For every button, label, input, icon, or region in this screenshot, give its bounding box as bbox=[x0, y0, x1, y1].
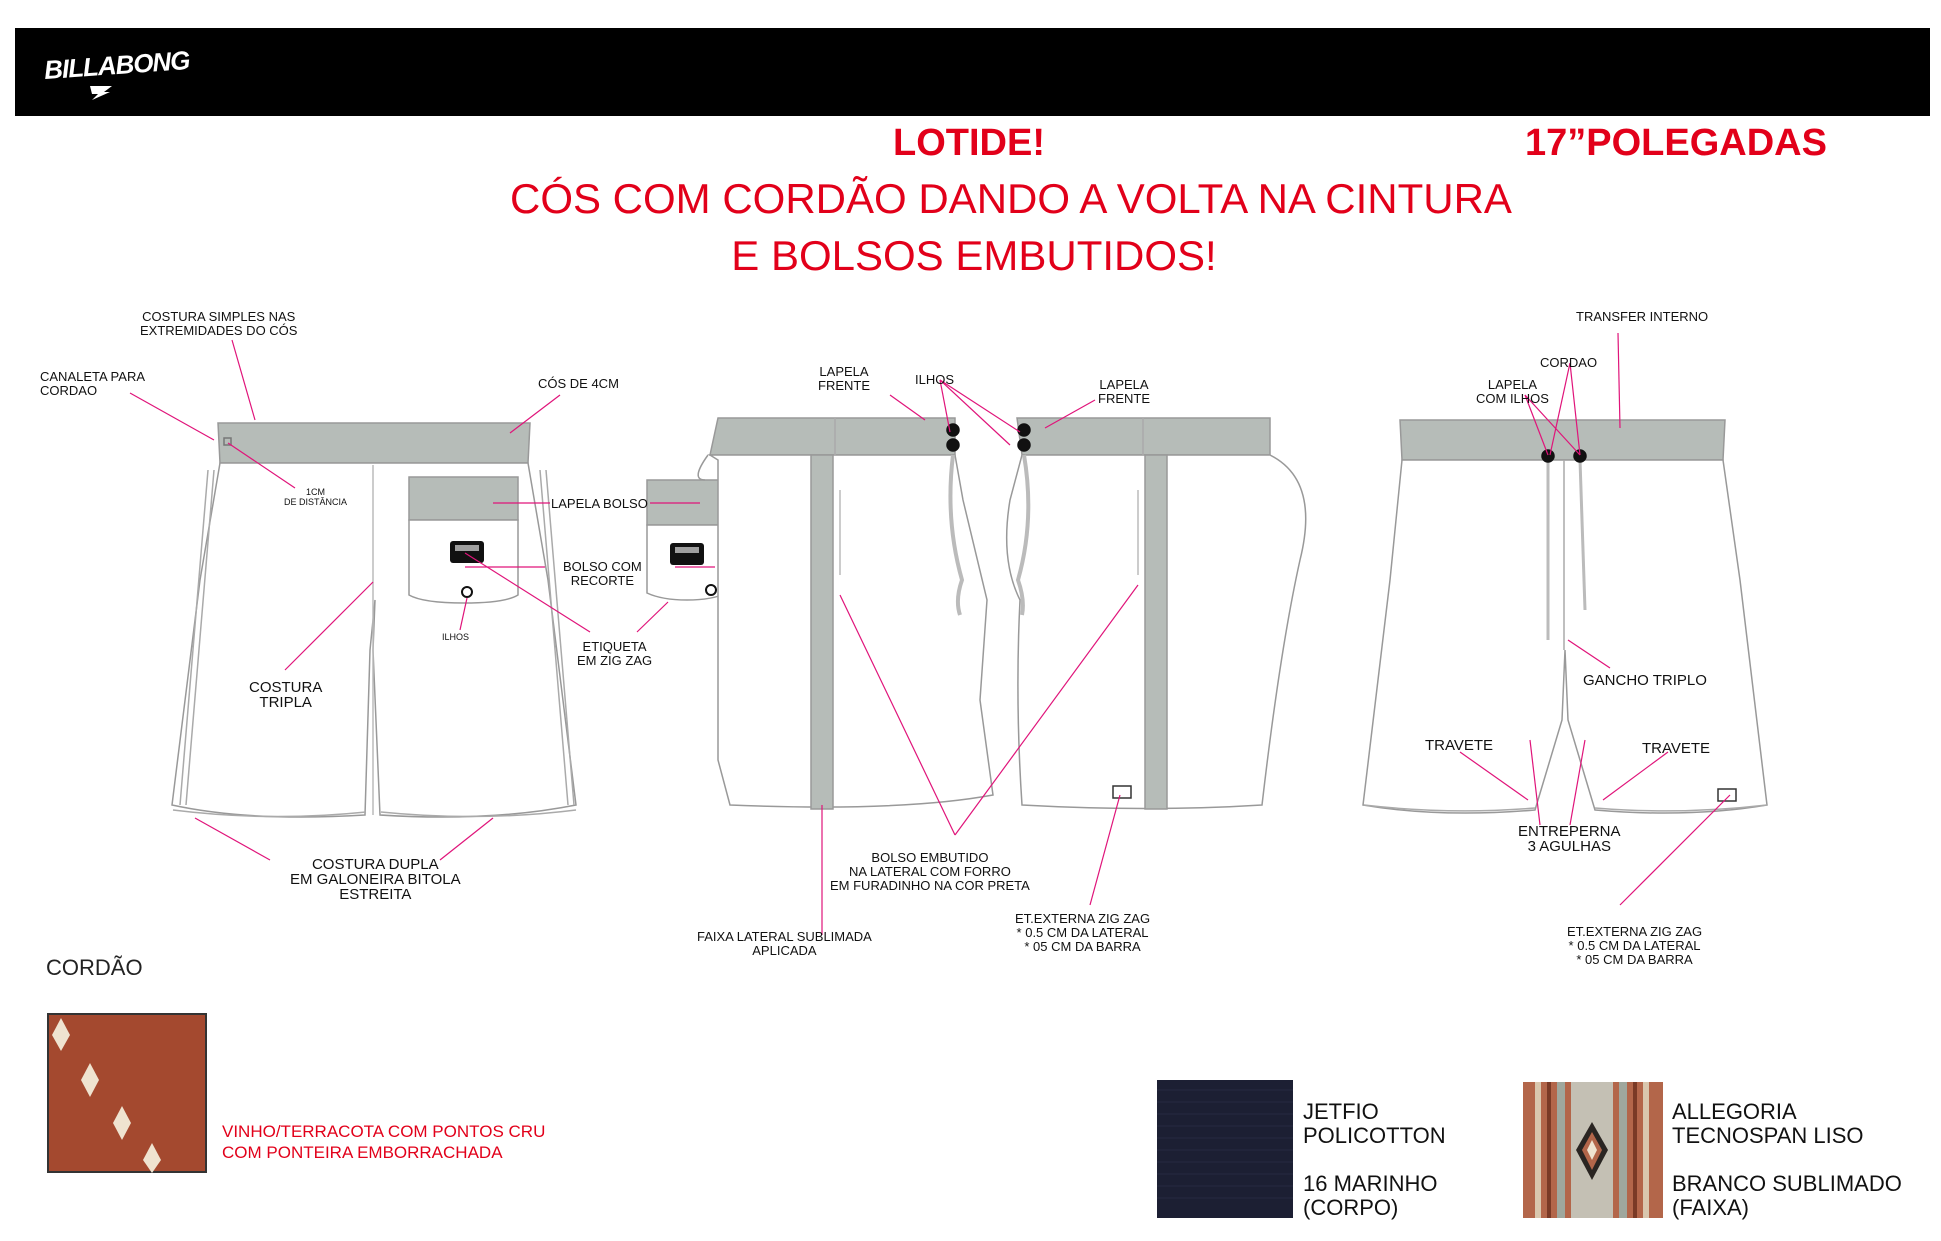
label-et-externa-side: ET.EXTERNA ZIG ZAG* 0.5 CM DA LATERAL* 0… bbox=[1015, 911, 1151, 954]
fabric-2-text: ALLEGORIA TECNOSPAN LISO BRANCO SUBLIMAD… bbox=[1672, 1099, 1902, 1220]
cordao-swatch bbox=[47, 1013, 207, 1173]
fabric-swatch-sublimado bbox=[1523, 1082, 1663, 1218]
description-line-2: E BOLSOS EMBUTIDOS! bbox=[731, 232, 1217, 279]
label-lapela-bolso: LAPELA BOLSO bbox=[551, 496, 648, 511]
side-pocket-detail bbox=[646, 479, 728, 601]
front-view-shorts bbox=[1362, 419, 1768, 814]
length-title: 17”POLEGADAS bbox=[1525, 122, 1827, 164]
side-view-right bbox=[1005, 417, 1307, 810]
pointer-lines bbox=[129, 332, 1731, 935]
label-gancho: GANCHO TRIPLO bbox=[1583, 672, 1707, 689]
header-bar bbox=[15, 28, 1930, 116]
label-travete-right: TRAVETE bbox=[1642, 740, 1711, 757]
model-title: LOTIDE! bbox=[893, 122, 1045, 164]
description-line-1: CÓS COM CORDÃO DANDO A VOLTA NA CINTURA bbox=[510, 175, 1512, 222]
label-transfer: TRANSFER INTERNO bbox=[1576, 309, 1709, 324]
label-cordao: CORDAO bbox=[1540, 355, 1598, 370]
side-view-left bbox=[697, 417, 994, 810]
label-et-externa-front: ET.EXTERNA ZIG ZAG* 0.5 CM DA LATERAL* 0… bbox=[1567, 924, 1703, 967]
label-cos: CÓS DE 4CM bbox=[538, 376, 619, 391]
label-ilhos-side: ILHOS bbox=[915, 372, 955, 387]
fabric-swatch-marinho bbox=[1157, 1080, 1293, 1218]
label-travete-left: TRAVETE bbox=[1425, 737, 1494, 754]
label-marks bbox=[455, 545, 699, 553]
label-ilhos-back: ILHOS bbox=[442, 632, 470, 642]
back-view-shorts bbox=[171, 422, 577, 818]
brand-mark-icon bbox=[90, 86, 112, 100]
cordao-title: CORDÃO bbox=[46, 955, 143, 980]
fabric-1-text: JETFIO POLICOTTON 16 MARINHO (CORPO) bbox=[1303, 1099, 1446, 1220]
